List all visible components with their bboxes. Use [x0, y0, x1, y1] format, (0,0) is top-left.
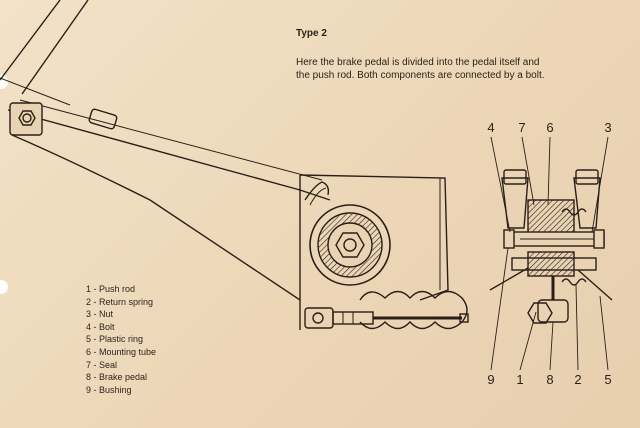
legend-item: 4 - Bolt: [86, 321, 115, 332]
callout-number: 4: [487, 120, 495, 135]
callout-number: 5: [604, 372, 612, 387]
legend-item: 7 - Seal: [86, 359, 118, 370]
section-heading: Type 2: [296, 28, 327, 39]
binder-hole-bottom: [0, 280, 8, 294]
legend-item: 2 - Return spring: [86, 296, 154, 307]
side-view-drawing: [0, 0, 469, 330]
parts-legend: 1 - Push rod 2 - Return spring 3 - Nut 4…: [86, 283, 156, 396]
callout-number: 3: [604, 120, 612, 135]
legend-item: 5 - Plastic ring: [86, 334, 144, 345]
legend-item: 3 - Nut: [86, 309, 114, 320]
callout-number: 2: [574, 372, 582, 387]
callout-number: 1: [516, 372, 524, 387]
callout-number: 6: [546, 120, 554, 135]
section-description: Here the brake pedal is divided into the…: [296, 57, 545, 81]
legend-item: 8 - Brake pedal: [86, 372, 148, 383]
legend-item: 9 - Bushing: [86, 384, 132, 395]
legend-item: 1 - Push rod: [86, 284, 136, 294]
legend-item: 6 - Mounting tube: [86, 346, 157, 357]
binder-hole-top: [0, 75, 8, 89]
callout-number: 7: [518, 120, 526, 135]
callout-number: 9: [487, 372, 495, 387]
cross-section-drawing: [489, 136, 613, 371]
callout-number: 8: [546, 372, 554, 387]
